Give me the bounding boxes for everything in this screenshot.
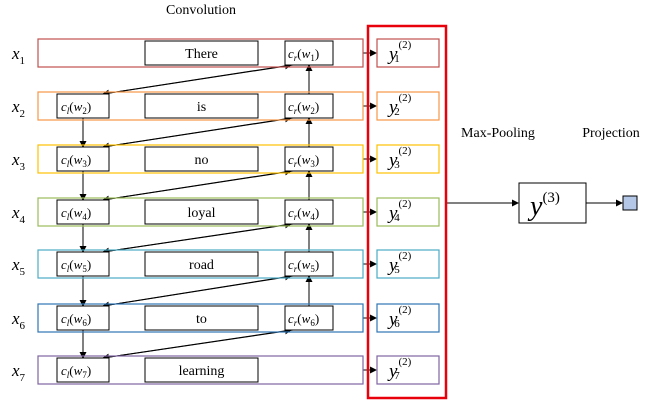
cl-6-box [56,305,110,331]
cr-5-box [284,251,334,277]
cl-6-label: cl(w6) [61,311,91,328]
word-2-box [144,93,259,119]
right-context-6-to-5 [102,273,292,307]
cr-3-label: cr(w3) [288,152,319,169]
word-3-box [144,146,259,172]
right-context-2-to-1 [102,62,292,95]
cr-1-label: cr(w1) [288,46,319,63]
word-4-box [144,199,259,225]
y3-label: y(3) [527,190,560,222]
cl-4-box [56,199,110,225]
row-7-frame [37,355,364,385]
word-2-text: is [197,100,206,115]
y2-4-label: y(2)4 [387,198,412,224]
word-1-box [144,40,259,66]
pooled-output: y(3) [518,182,587,224]
cl-5-label: cl(w5) [61,257,91,274]
x6-label: x6 [11,309,26,332]
projection-header: Projection [582,126,640,141]
x2-label: x2 [11,97,25,120]
cr-6-box [284,305,334,331]
y3-var: y [527,191,543,222]
y2-7-label: y(2)7 [387,356,412,382]
word-rows: x1 There cr(w1) y(2)1 x2 is cl(w2) cr(w2) y(2)2 x… [11,38,440,385]
max-pooling-box [366,24,448,400]
row-6-frame [37,303,364,333]
row-3-frame [37,144,364,174]
x1-label: x1 [11,44,25,67]
right-context-4-to-3 [102,168,292,201]
y2-2-box [376,91,440,121]
x7-label: x7 [11,361,26,384]
max-pooling-header: Max-Pooling [461,126,535,141]
right-context-3-to-2 [102,115,292,148]
cl-7-box [56,357,110,383]
y2-6-label: y(2)6 [387,304,412,330]
word-7-text: learning [179,364,225,379]
convolution-header: Convolution [166,3,236,18]
y2-6-box [376,303,440,333]
row-2-frame [37,91,364,121]
cr-1-box [284,40,334,66]
y2-2-label: y(2)2 [387,92,412,118]
connection-arrows [79,49,623,374]
cl-3-box [56,146,110,172]
cr-4-box [284,199,334,225]
word-7-box [144,357,259,383]
cr-3-box [284,146,334,172]
projection-output-square [622,195,638,211]
y3-superscript: (3) [542,190,560,206]
y2-5-label: y(2)5 [387,250,412,276]
y2-4-box [376,197,440,227]
word-5-box [144,251,259,277]
cl-5-box [56,251,110,277]
cl-4-label: cl(w4) [61,205,91,222]
x3-label: x3 [11,150,26,173]
word-5-text: road [189,258,214,273]
cl-7-label: cl(w7) [61,363,91,380]
word-3-text: no [195,153,209,168]
row-4-frame [37,197,364,227]
row-1-frame [37,38,364,68]
word-1-text: There [185,47,218,62]
y2-3-box [376,144,440,174]
x5-label: x5 [11,255,26,278]
y2-1-box [376,38,440,68]
cl-2-box [56,93,110,119]
y3-box [518,182,587,224]
y2-7-box [376,355,440,385]
x4-label: x4 [11,203,26,226]
y2-5-box [376,249,440,279]
word-6-text: to [196,312,207,327]
y2-1-label: y(2)1 [387,39,412,65]
cr-4-label: cr(w4) [288,205,319,222]
word-4-text: loyal [188,206,216,221]
cr-2-box [284,93,334,119]
cl-2-label: cl(w2) [61,99,91,116]
cr-6-label: cr(w6) [288,311,319,328]
cl-3-label: cl(w3) [61,152,91,169]
row-5-frame [37,249,364,279]
right-context-5-to-4 [102,221,292,253]
cr-5-label: cr(w5) [288,257,319,274]
word-6-box [144,305,259,331]
cr-2-label: cr(w2) [288,99,319,116]
right-context-7-to-6 [102,327,292,359]
y2-3-label: y(2)3 [387,145,412,171]
